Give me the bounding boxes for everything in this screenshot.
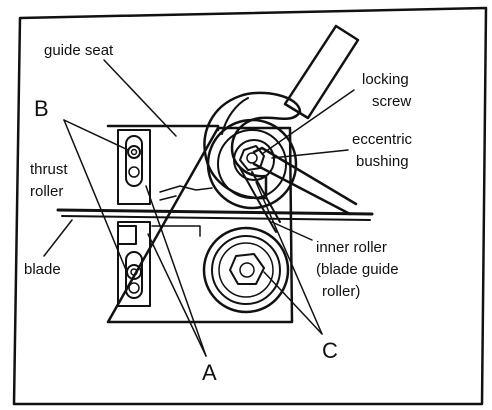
label-locking-screw-line2: screw	[372, 93, 411, 110]
label-inner-roller-line3: roller)	[322, 283, 360, 300]
saw-blade	[56, 208, 374, 221]
screw-b-upper	[127, 145, 141, 159]
upper-roller-assembly	[206, 118, 298, 210]
diagram-frame	[12, 6, 488, 406]
label-locking-screw-line1: locking	[362, 71, 409, 88]
label-thrust-roller-line1: thrust	[30, 161, 68, 178]
leader-lines	[43, 59, 355, 357]
allen-key	[239, 146, 358, 233]
label-eccentric-bushing-line1: eccentric	[352, 131, 413, 148]
label-blade: blade	[24, 261, 61, 278]
label-a: A	[202, 360, 217, 385]
label-thrust-roller-line2: roller	[30, 183, 63, 200]
label-inner-roller-line2: (blade guide	[316, 261, 399, 278]
screw-b-lower	[126, 264, 142, 280]
label-b: B	[34, 96, 49, 121]
guide-seat-plate	[106, 124, 294, 324]
upper-adjust-slot	[125, 135, 143, 187]
label-guide-seat: guide seat	[44, 42, 114, 59]
label-c: C	[322, 338, 338, 363]
inner-roller	[202, 226, 290, 314]
lower-adjust-slot	[125, 251, 143, 299]
eccentric-bushing	[233, 139, 275, 181]
inner-roller-nut	[229, 253, 265, 285]
wrench	[203, 24, 360, 200]
label-eccentric-bushing-line2: bushing	[356, 153, 409, 170]
label-inner-roller-line1: inner roller	[316, 239, 387, 256]
